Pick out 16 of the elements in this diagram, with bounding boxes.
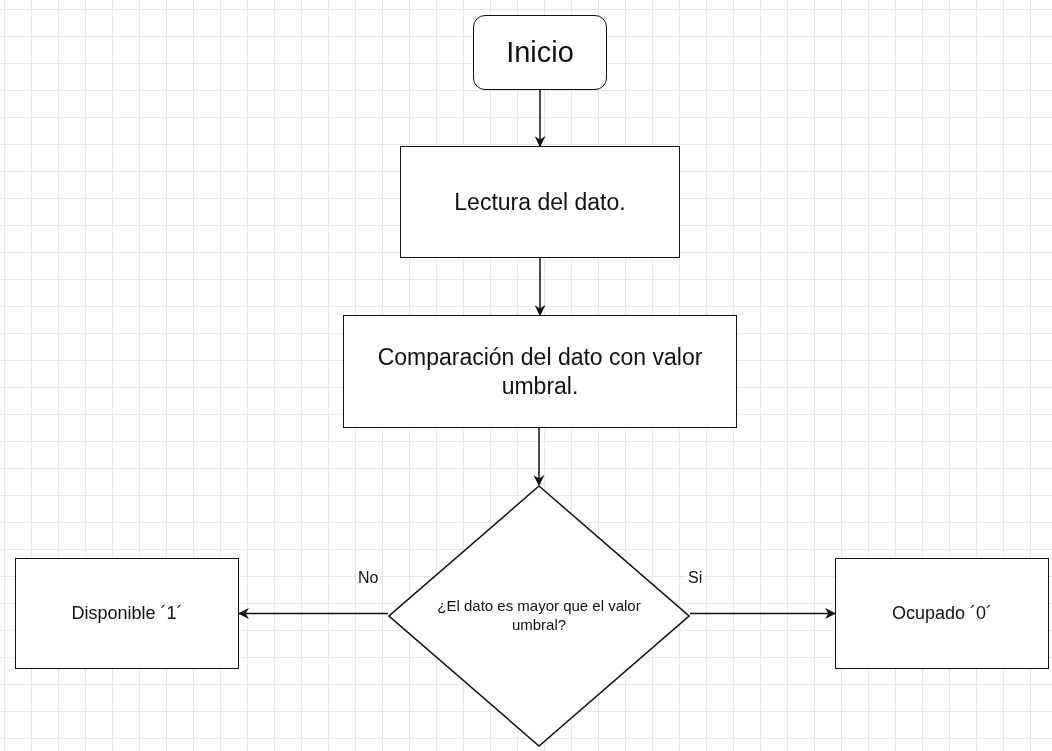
arrow — [534, 89, 546, 148]
start-terminal — [473, 15, 607, 90]
arrow — [689, 608, 837, 619]
process-box — [400, 146, 680, 258]
node-text: Comparación del dato con valor umbral. — [376, 342, 704, 401]
node-text: Inicio — [506, 35, 574, 71]
node-text: Disponible ´1´ — [71, 602, 183, 625]
node-text: Lectura del dato. — [454, 187, 626, 217]
process-box — [343, 315, 737, 428]
output-box — [15, 558, 239, 669]
arrow — [533, 427, 545, 487]
node-text: Ocupado ´0´ — [891, 602, 993, 625]
arrow — [237, 608, 389, 619]
arrow — [534, 257, 546, 317]
output-box — [835, 558, 1049, 669]
node-text: ¿El dato es mayor que el valor umbral? — [436, 597, 642, 635]
